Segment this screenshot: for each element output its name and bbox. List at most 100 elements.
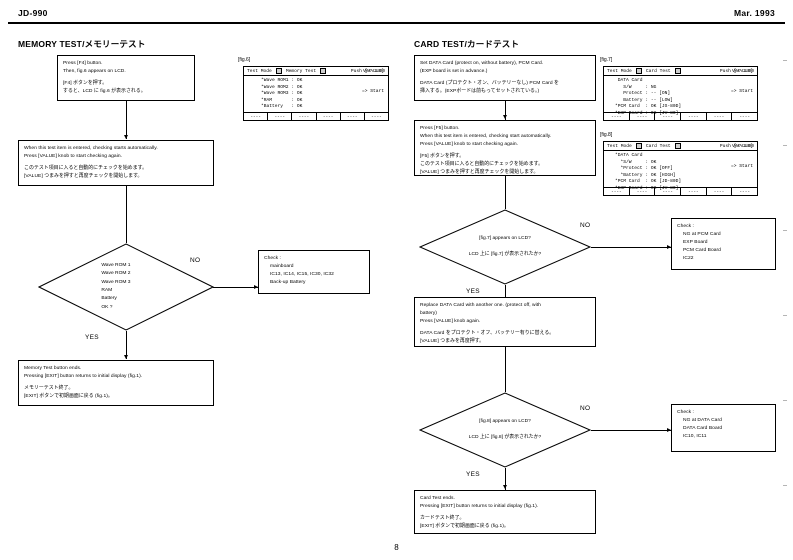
text-line: Pressing [EXIT] button returns to initia… <box>420 503 539 509</box>
soft-button[interactable]: ---- <box>371 114 382 120</box>
fig8-lines: *DATA Card *S/W : OK *Protect : OK [OFF]… <box>615 153 754 192</box>
text-line: (EXP board is set in advance.) <box>420 68 488 74</box>
text-line: IC22 <box>683 255 694 261</box>
text-line: LCD 上に [fig.7] が表示されたか? <box>468 251 542 257</box>
edge-tick <box>783 400 787 401</box>
soft-button[interactable]: ---- <box>292 113 317 121</box>
text-line: => Start <box>728 89 753 95</box>
branch-label-no: NO <box>580 222 591 229</box>
edge-tick <box>783 145 787 146</box>
lcd-title-right: Ver 1.00 <box>731 143 754 149</box>
lcd-line: *PCM Card : OK [JD-80D] <box>615 179 682 185</box>
lcd-title-bar: Test Mode Memory Test Ver 1.00 <box>244 67 388 76</box>
text-line: 挿入する。(EXPボードは前もってセットされている。) <box>420 88 540 94</box>
soft-button[interactable]: ---- <box>604 188 630 196</box>
lcd-title-mid: Card Test <box>645 68 671 74</box>
soft-button[interactable]: ---- <box>268 113 293 121</box>
text-line: メモリーテスト終了。 <box>24 385 74 391</box>
text-line: [VALUE] つまみを再度押す。 <box>420 338 485 344</box>
lcd-separator-icon <box>275 67 282 75</box>
soft-button[interactable]: ---- <box>707 113 733 121</box>
text-line: OK ? <box>101 304 113 310</box>
text-line: [EXIT] ボタンで初期画面に戻る (fig.1)。 <box>420 523 509 529</box>
lcd-line: *Wave ROM2 : OK <box>261 84 303 90</box>
branch-label-no: NO <box>580 405 591 412</box>
fig7-soft-buttons: ---- ---- ---- ---- ---- ---- <box>604 112 757 121</box>
text-line: [F5] ボタンを押す。 <box>420 153 465 159</box>
lcd-line: Protect : -- [ON] <box>615 91 671 97</box>
soft-button[interactable]: ---- <box>707 188 733 196</box>
page-number: 8 <box>394 543 399 552</box>
card-decision-fig7-appears: [fig.7] appears on LCD? LCD 上に [fig.7] が… <box>419 209 591 285</box>
connector <box>505 468 506 491</box>
card-step-replace-data-card: Replace DATA Card with another one. (pro… <box>414 297 596 347</box>
soft-button[interactable]: ---- <box>341 113 365 121</box>
soft-button[interactable]: ---- <box>630 188 656 196</box>
text-line: Press [VALUE] knob to start checking aga… <box>24 153 123 159</box>
soft-button[interactable]: ---- <box>681 188 707 196</box>
lcd-title-left: Test Mode <box>607 68 632 74</box>
edge-tick <box>783 230 787 231</box>
fig6-push-hint: Push [VALUE] => Start <box>351 56 384 109</box>
connector <box>505 285 506 308</box>
text-line: [EXIT] ボタンで初期画面に戻る (fig.1)。 <box>24 393 113 399</box>
lcd-title-right: Ver 1.00 <box>362 68 385 74</box>
soft-button[interactable]: ---- <box>604 113 630 121</box>
text-line: Wave ROM 2 <box>101 271 131 277</box>
text-line: DATA Card をプロテクト・オフ、バッテリー有りに替える。 <box>420 330 555 336</box>
text-line: IC13, IC14, IC15, IC30, IC32 <box>270 271 334 277</box>
soft-button[interactable]: ---- <box>317 113 341 121</box>
text-line: Wave ROM 3 <box>101 279 131 285</box>
fig6-lcd-panel: Test Mode Memory Test Ver 1.00 *Wave ROM… <box>243 66 389 121</box>
soft-button[interactable]: ---- <box>655 113 682 121</box>
soft-button[interactable]: ---- <box>655 188 682 196</box>
text-line: Card Test ends. <box>420 496 455 501</box>
connector <box>591 247 671 248</box>
text-line: Memory Test button ends. <box>24 366 82 371</box>
lcd-title-left: Test Mode <box>247 68 272 74</box>
fig8-caption: [fig.8] <box>600 132 613 138</box>
memory-test-section-title: MEMORY TEST/メモリーテスト <box>18 39 146 49</box>
text-line: Press [F4] button. <box>63 61 103 66</box>
lcd-line: *Battery : OK <box>261 104 303 110</box>
text-line: RAM <box>101 288 113 293</box>
memory-step-auto-check: When this test item is entered, checking… <box>18 140 214 186</box>
connector <box>213 287 258 288</box>
text-line: Wave ROM 1 <box>101 263 131 269</box>
text-line: Press [VALUE] knob to start checking aga… <box>420 141 519 147</box>
soft-button[interactable]: ---- <box>739 114 750 120</box>
text-line: Push [VALUE] <box>719 69 753 75</box>
edge-tick <box>783 60 787 61</box>
branch-label-no: NO <box>190 257 201 264</box>
fig6-soft-buttons: ---- ---- ---- ---- ---- ---- <box>244 112 388 121</box>
fig6-caption: [fig.6] <box>238 57 251 63</box>
edge-tick <box>783 315 787 316</box>
lcd-title-bar: Test Mode Card Test Ver 1.00 <box>604 142 757 151</box>
text-line: LCD 上に [fig.8] が表示されたか? <box>468 434 542 440</box>
text-line: Check : <box>264 256 281 261</box>
text-line: DATA Card Board <box>683 425 723 431</box>
lcd-body: DATA Card S/W : NG Protect : -- [ON] Bat… <box>604 69 757 116</box>
card-test-section-title: CARD TEST/カードテスト <box>414 39 520 49</box>
card-check-pcm-card: Check : NG at PCM Card EXP Board PCM Car… <box>671 218 776 270</box>
fig7-lines: DATA Card S/W : NG Protect : -- [ON] Bat… <box>615 78 754 117</box>
memory-check-mainboard: Check : mainboard IC13, IC14, IC15, IC30… <box>258 250 370 294</box>
arrow-down <box>123 355 128 359</box>
lcd-line: *Wave ROM3 : OK <box>261 91 303 97</box>
connector <box>126 186 127 243</box>
soft-button[interactable]: ---- <box>244 113 269 121</box>
text-line: DATA Card (プロテクト・オン、バッテリーなし) PCM Card を <box>420 80 559 86</box>
lcd-separator-icon <box>635 67 642 75</box>
text-line: PCM Card Board <box>683 247 721 253</box>
lcd-line: S/W : NG <box>615 84 657 90</box>
text-line: When this test item is entered, checking… <box>420 133 552 139</box>
text-line: Push [VALUE] <box>350 69 384 75</box>
text-line: Replace DATA Card with another one. (pro… <box>420 303 541 308</box>
soft-button[interactable]: ---- <box>681 113 707 121</box>
soft-button[interactable]: ---- <box>630 113 656 121</box>
soft-button[interactable]: ---- <box>739 189 750 195</box>
lcd-line: *RAM : OK <box>261 97 303 103</box>
edge-tick <box>783 485 787 486</box>
lcd-line: *EXP Board : OK [JV-80] <box>615 110 679 116</box>
